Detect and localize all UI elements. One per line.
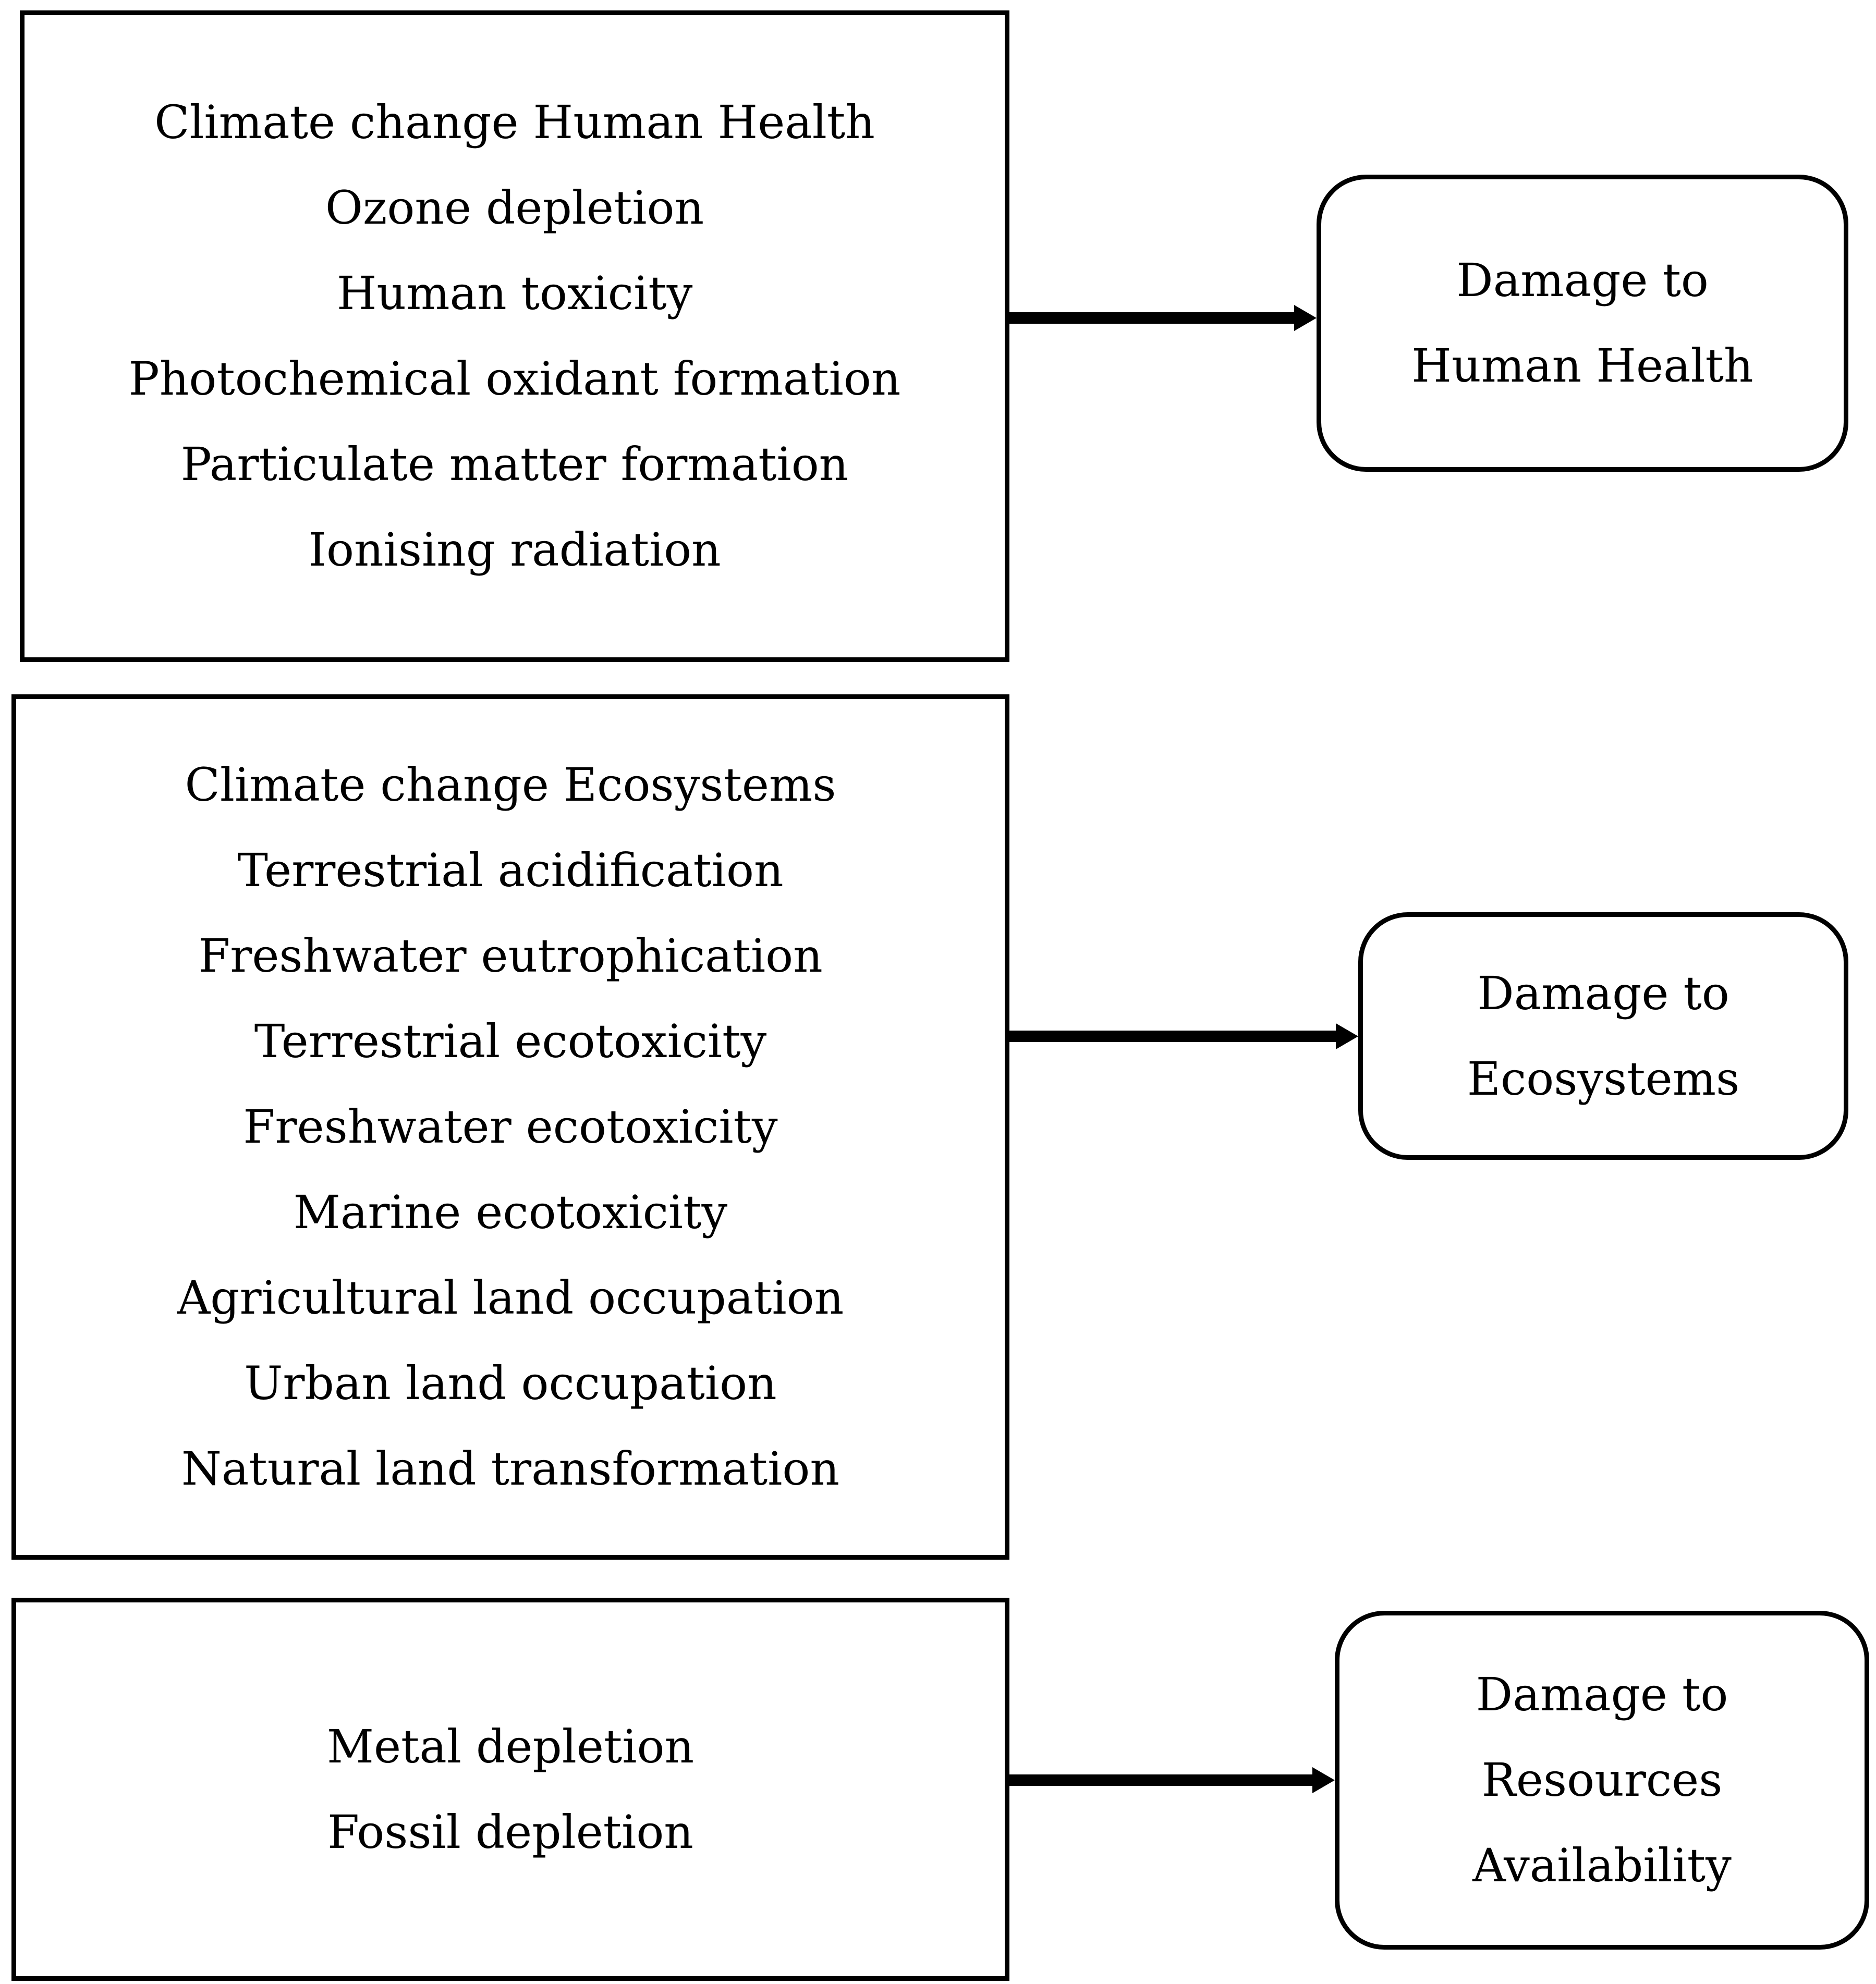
midpoint-category: Terrestrial ecotoxicity (254, 1014, 767, 1068)
endpoint-label: Resources (1481, 1753, 1723, 1807)
endpoint-box-human-health: Damage to Human Health (1317, 175, 1848, 472)
midpoint-category: Marine ecotoxicity (293, 1185, 728, 1239)
midpoint-box-human-health: Climate change Human Health Ozone deplet… (20, 10, 1009, 662)
midpoint-category: Human toxicity (336, 266, 693, 320)
endpoint-label: Damage to (1476, 1668, 1728, 1721)
endpoint-label: Availability (1472, 1839, 1732, 1892)
midpoint-category: Ionising radiation (308, 523, 721, 577)
midpoint-category: Ozone depletion (325, 181, 704, 235)
midpoint-category: Freshwater ecotoxicity (243, 1100, 778, 1154)
midpoint-category: Climate change Ecosystems (185, 758, 836, 812)
midpoint-category: Fossil depletion (327, 1805, 693, 1859)
arrow-human-health (1009, 305, 1317, 331)
midpoint-category: Natural land transformation (181, 1442, 840, 1496)
endpoint-box-resources: Damage to Resources Availability (1335, 1611, 1869, 1950)
endpoint-label: Ecosystems (1467, 1051, 1740, 1106)
midpoint-category: Metal depletion (326, 1719, 695, 1773)
midpoint-box-ecosystems: Climate change Ecosystems Terrestrial ac… (11, 694, 1009, 1560)
arrow-resources (1009, 1767, 1335, 1793)
midpoint-category: Urban land occupation (244, 1356, 777, 1410)
midpoint-category: Climate change Human Health (154, 95, 875, 149)
endpoint-label: Damage to (1456, 253, 1709, 307)
endpoint-box-ecosystems: Damage to Ecosystems (1358, 912, 1848, 1160)
midpoint-category: Agricultural land occupation (177, 1271, 844, 1325)
midpoint-box-resources: Metal depletion Fossil depletion (11, 1598, 1009, 1981)
midpoint-category: Freshwater eutrophication (198, 929, 823, 983)
endpoint-label: Human Health (1411, 339, 1753, 393)
arrow-ecosystems (1009, 1023, 1358, 1049)
midpoint-category: Particulate matter formation (180, 437, 849, 491)
midpoint-category: Terrestrial acidification (237, 843, 784, 897)
midpoint-category: Photochemical oxidant formation (128, 352, 901, 406)
endpoint-label: Damage to (1477, 966, 1729, 1020)
